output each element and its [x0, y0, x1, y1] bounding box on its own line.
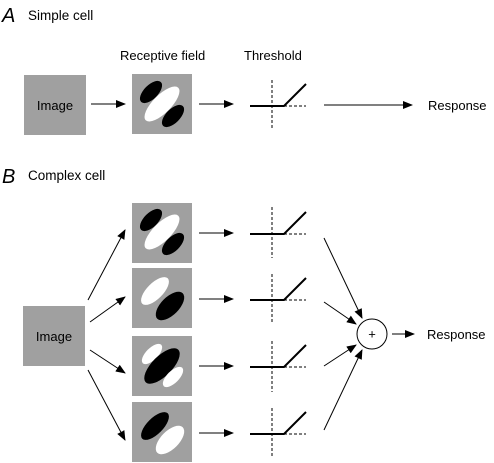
- arrow-image-to-rf-4: [87, 369, 126, 441]
- threshold-function-b3: [250, 341, 307, 392]
- arrow-image-to-rf-3: [89, 349, 126, 374]
- panel-a-title: Simple cell: [28, 8, 93, 23]
- receptive-field-b3: [132, 336, 192, 396]
- image-box-a-label: Image: [37, 98, 73, 113]
- receptive-field-header: Receptive field: [120, 48, 205, 63]
- summation-node: +: [356, 318, 388, 350]
- response-label-b: Response: [427, 327, 486, 342]
- arrow-threshold-to-sum-1: [323, 237, 363, 319]
- threshold-function-b4: [250, 408, 307, 458]
- panel-a-letter: A: [1, 5, 15, 27]
- summation-symbol: +: [368, 327, 376, 342]
- image-box-b: Image: [23, 306, 85, 366]
- receptive-field-b1: [132, 203, 192, 263]
- receptive-field-b2: [132, 268, 192, 328]
- arrow-threshold-to-sum-3: [323, 344, 357, 367]
- threshold-function-a: [250, 80, 307, 128]
- arrow-threshold-to-sum-4: [323, 349, 363, 431]
- threshold-function-b2: [250, 274, 307, 324]
- arrow-image-to-rf-1: [87, 229, 126, 301]
- receptive-field-b4: [132, 402, 192, 462]
- arrow-threshold-to-sum-2: [323, 301, 357, 325]
- receptive-field-a: [132, 74, 192, 134]
- arrow-image-to-rf-2: [89, 296, 126, 323]
- panel-b-title: Complex cell: [28, 168, 105, 183]
- threshold-header: Threshold: [244, 48, 302, 63]
- threshold-function-b1: [250, 207, 307, 258]
- image-box-a: Image: [24, 75, 86, 135]
- image-box-b-label: Image: [36, 329, 72, 344]
- panel-b-letter: B: [2, 166, 15, 188]
- response-label-a: Response: [428, 98, 487, 113]
